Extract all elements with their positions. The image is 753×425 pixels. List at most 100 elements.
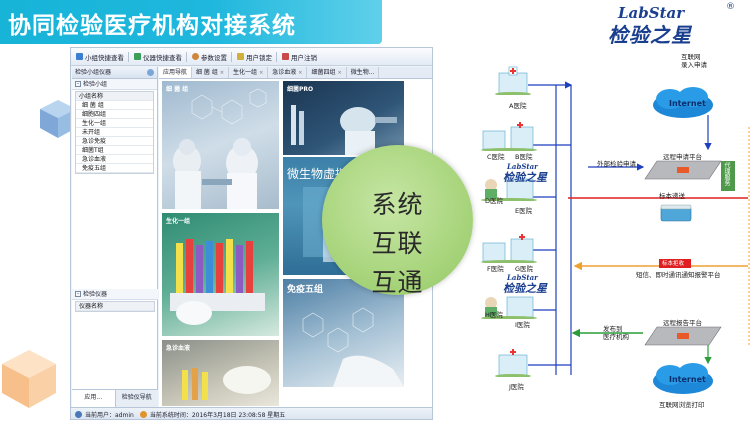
group-section-title: 检验小组	[83, 80, 108, 88]
hospital-label: F医院	[487, 265, 504, 273]
circle-line-1: 系统	[371, 190, 424, 219]
tile-label: 急诊血液	[166, 345, 191, 352]
hospital-label: G医院	[515, 265, 534, 273]
diagram-logo-cn: 检验之星	[503, 171, 547, 184]
report-platform-label: 远程报告平台	[663, 319, 702, 327]
toolbar-label: 用户锁定	[246, 53, 272, 62]
toolbar-logout-button[interactable]: 用户注销	[282, 52, 317, 62]
list-item[interactable]: 细菌T组	[76, 146, 153, 155]
cloud-icon	[653, 87, 713, 118]
main-tabbar: 应用导航 细 菌 组× 生化一组× 急诊血液× 细菌四组× 微生物...	[159, 67, 432, 79]
left-panel: 检验小组仪器 - 检验小组 小组名称 细 菌 组 细胞四组 生化一组 未开组 急…	[72, 67, 158, 407]
list-item[interactable]: 急诊免疫	[76, 137, 153, 146]
tile-bacteria-pro[interactable]: 细菌PRO	[283, 81, 404, 155]
diagram-logo-latin: LabStar	[507, 162, 538, 171]
toolbar-settings-button[interactable]: 参数设置	[192, 52, 227, 62]
device-section-title: 检验仪器	[83, 290, 108, 298]
tile-label: 免疫五组	[287, 285, 324, 295]
main-content: 应用导航 细 菌 组× 生化一组× 急诊血液× 细菌四组× 微生物...	[159, 67, 432, 407]
toolbar-label: 仪器快捷查看	[143, 53, 182, 62]
diagram-logo-cn: 检验之星	[503, 282, 547, 295]
diagram-logo-latin: LabStar	[507, 273, 538, 282]
left-panel-title: 检验小组仪器	[75, 69, 112, 76]
test-tubes-illustration	[170, 239, 265, 325]
toolbar-separator	[276, 51, 277, 62]
tile-label: 生化一组	[166, 218, 191, 225]
toolbar-device-view-button[interactable]: 仪器快捷查看	[134, 52, 182, 62]
toolbar-group-view-button[interactable]: 小组快捷查看	[76, 52, 124, 62]
hospital-icon	[481, 296, 537, 319]
close-icon[interactable]: ×	[298, 69, 303, 76]
close-icon[interactable]: ×	[337, 69, 342, 76]
apply-platform-label: 远程申请平台	[663, 153, 702, 161]
orange-cube-decoration	[2, 350, 56, 408]
collapse-icon[interactable]: -	[75, 291, 81, 297]
tab-label: 微生物...	[350, 68, 375, 76]
proxy-service-badge	[721, 161, 735, 191]
device-icon	[134, 53, 141, 60]
list-item[interactable]: 急诊血液	[76, 155, 153, 164]
hospital-icon	[481, 122, 537, 151]
hospital-icon	[495, 66, 531, 95]
hospital-icon	[481, 234, 537, 263]
pin-icon[interactable]	[147, 69, 154, 76]
tab-biochem[interactable]: 生化一组×	[229, 67, 269, 78]
logo-latin: LabStar	[618, 4, 685, 22]
tab-application[interactable]: 应用...	[72, 390, 116, 407]
tile-bacteria-group[interactable]: 细 菌 组	[162, 81, 279, 209]
list-item[interactable]: 生化一组	[76, 119, 153, 128]
hospital-icon	[481, 178, 537, 201]
status-bar: 当前用户：admin 当前系统时间：2016年3月18日 23:08:58 星期…	[71, 407, 432, 419]
logout-icon	[282, 53, 289, 60]
group-section-header[interactable]: - 检验小组	[72, 79, 157, 90]
microscope-photo-illustration	[291, 105, 397, 155]
tile-label: 细 菌 组	[166, 86, 189, 93]
group-column-header: 小组名称	[76, 92, 153, 101]
list-item[interactable]: 细 菌 组	[76, 101, 153, 110]
device-section: - 检验仪器 仪器名称	[72, 289, 158, 313]
tab-bacteria[interactable]: 细 菌 组×	[192, 67, 230, 78]
toolbar-lock-button[interactable]: 用户锁定	[237, 52, 272, 62]
toolbar-separator	[186, 51, 187, 62]
group-list: 小组名称 细 菌 组 细胞四组 生化一组 未开组 急诊免疫 细菌T组 急诊血液 …	[75, 91, 154, 174]
publish-label: 发布到 医疗机构	[603, 325, 629, 341]
device-list: 仪器名称	[75, 301, 155, 312]
tab-label: 急诊血液	[272, 68, 297, 76]
diagram-connectors	[528, 81, 750, 375]
internet-entry-label: 互联网 录入申请	[681, 53, 707, 69]
collapse-icon[interactable]: -	[75, 81, 81, 87]
tab-microbe[interactable]: 微生物...	[347, 67, 380, 78]
cloud-icon	[653, 363, 713, 394]
diagram-logo-bottom: LabStar 检验之星	[503, 273, 555, 295]
tab-emergency-blood[interactable]: 急诊血液×	[268, 67, 308, 78]
left-panel-tabs: 应用... 检验仪导航	[72, 389, 158, 407]
tile-biochem-group[interactable]: 生化一组	[162, 213, 279, 336]
toolbar: 小组快捷查看 仪器快捷查看 参数设置 用户锁定 用户注销	[71, 48, 432, 66]
close-icon[interactable]: ×	[219, 69, 225, 76]
tab-app-nav[interactable]: 应用导航	[159, 67, 193, 78]
page-title: 协同检验医疗机构对接系统	[8, 13, 296, 39]
hospital-label: A医院	[509, 102, 527, 110]
tab-device-nav[interactable]: 检验仪导航	[121, 394, 152, 401]
list-item[interactable]: 免疫五组	[76, 164, 153, 173]
toolbar-label: 小组快捷查看	[85, 53, 124, 62]
diagram-logo-top: LabStar 检验之星	[503, 162, 555, 184]
close-icon[interactable]: ×	[259, 69, 264, 76]
tile-emergency-blood[interactable]: 急诊血液	[162, 340, 279, 406]
platform-icon	[644, 160, 722, 180]
toolbar-label: 用户注销	[291, 53, 317, 62]
left-panel-header: 检验小组仪器	[72, 67, 157, 79]
device-section-header[interactable]: - 检验仪器	[72, 289, 158, 300]
hospital-icon	[495, 349, 531, 377]
list-item[interactable]: 细胞四组	[76, 110, 153, 119]
current-time: 当前系统时间：2016年3月18日 23:08:58 星期五	[149, 412, 286, 419]
tab-label: 应用导航	[163, 68, 188, 76]
tab-bacteria-four[interactable]: 细菌四组×	[307, 67, 347, 78]
list-item[interactable]: 未开组	[76, 128, 153, 137]
hospital-label: D医院	[485, 197, 504, 205]
tile-immunity-group[interactable]: 免疫五组	[283, 279, 404, 387]
hospital-label: H医院	[485, 311, 503, 319]
circle-line-3: 互通	[371, 268, 424, 297]
logo-registered: ®	[726, 2, 735, 12]
grid-icon	[76, 53, 83, 60]
